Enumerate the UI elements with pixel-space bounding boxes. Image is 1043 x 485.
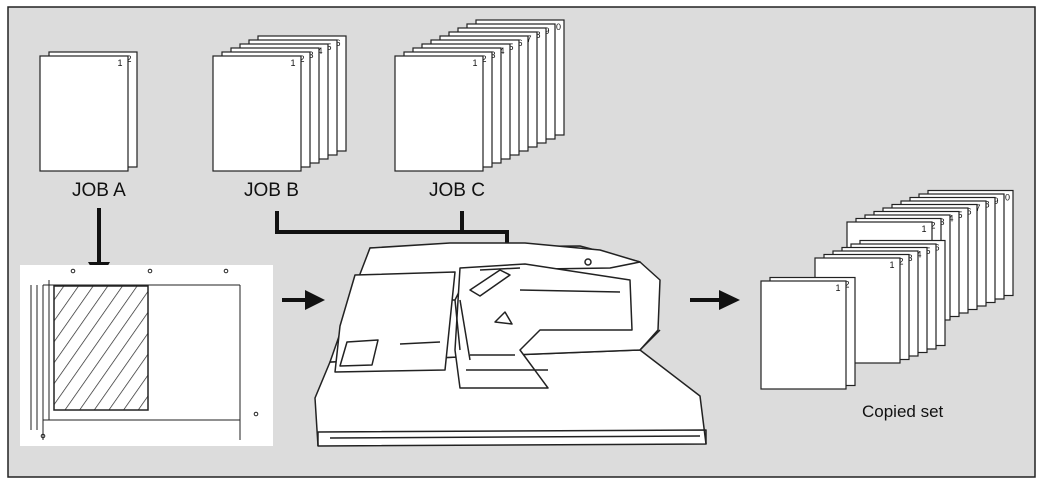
copied-a-page-number-2: 2: [844, 280, 849, 290]
job-b-page-number-6: 6: [335, 38, 340, 48]
job-c-label: JOB C: [429, 180, 485, 201]
copied-c-page-number-7: 7: [975, 203, 980, 213]
job-c-page-number-7: 7: [526, 34, 531, 44]
job-c-page-number-1: 1: [472, 58, 477, 68]
copied-c-page-number-8: 8: [984, 200, 989, 210]
copied-c-page-number-10: 10: [1000, 193, 1010, 203]
copied-a-page-number-1: 1: [835, 283, 840, 293]
copied-c-page-number-2: 2: [930, 221, 935, 231]
job-b-page-number-5: 5: [326, 42, 331, 52]
copied-c-page-number-5: 5: [957, 210, 962, 220]
copied-set-job-a-stack: 21: [760, 276, 856, 390]
job-b-page-number-2: 2: [299, 54, 304, 64]
arrow-to-copied-set: [690, 290, 740, 310]
job-c-page-number-8: 8: [535, 30, 540, 40]
job-c-page-number-4: 4: [499, 46, 504, 56]
copied-c-page-number-3: 3: [939, 217, 944, 227]
job-a-label: JOB A: [72, 180, 126, 201]
copied-c-page-number-4: 4: [948, 214, 953, 224]
job-a-page-number-1: 1: [117, 58, 122, 68]
copied-c-page-number-1: 1: [921, 224, 926, 234]
copied-b-page-number-1: 1: [889, 260, 894, 270]
job-c-page-number-5: 5: [508, 42, 513, 52]
job-a-sheet-1: [39, 55, 129, 172]
job-a-stack: 21: [39, 51, 138, 172]
job-b-page-number-4: 4: [317, 46, 322, 56]
document-feeder-illustration: [314, 242, 707, 447]
original-glass-platen: [20, 265, 273, 446]
copied-b-page-number-3: 3: [907, 253, 912, 263]
job-c-page-number-9: 9: [544, 26, 549, 36]
job-b-sheet-1: [212, 55, 302, 172]
job-b-label: JOB B: [244, 180, 299, 201]
copied-b-page-number-5: 5: [925, 246, 930, 256]
hatched-original: [53, 285, 149, 411]
copied-c-page-number-6: 6: [966, 207, 971, 217]
copied-a-sheet-1: [760, 280, 847, 390]
job-b-page-number-3: 3: [308, 50, 313, 60]
copied-set-label: Copied set: [862, 402, 944, 421]
job-c-page-number-6: 6: [517, 38, 522, 48]
copied-b-page-number-4: 4: [916, 250, 921, 260]
copied-b-page-number-6: 6: [934, 243, 939, 253]
arrow-to-feeder: [282, 290, 325, 310]
job-c-page-number-10: 10: [551, 22, 561, 32]
job-c-sheet-1: [394, 55, 484, 172]
job-a-page-number-2: 2: [126, 54, 131, 64]
job-c-page-number-2: 2: [481, 54, 486, 64]
copied-b-page-number-2: 2: [898, 257, 903, 267]
job-c-page-number-3: 3: [490, 50, 495, 60]
copied-c-page-number-9: 9: [993, 196, 998, 206]
job-b-page-number-1: 1: [290, 58, 295, 68]
